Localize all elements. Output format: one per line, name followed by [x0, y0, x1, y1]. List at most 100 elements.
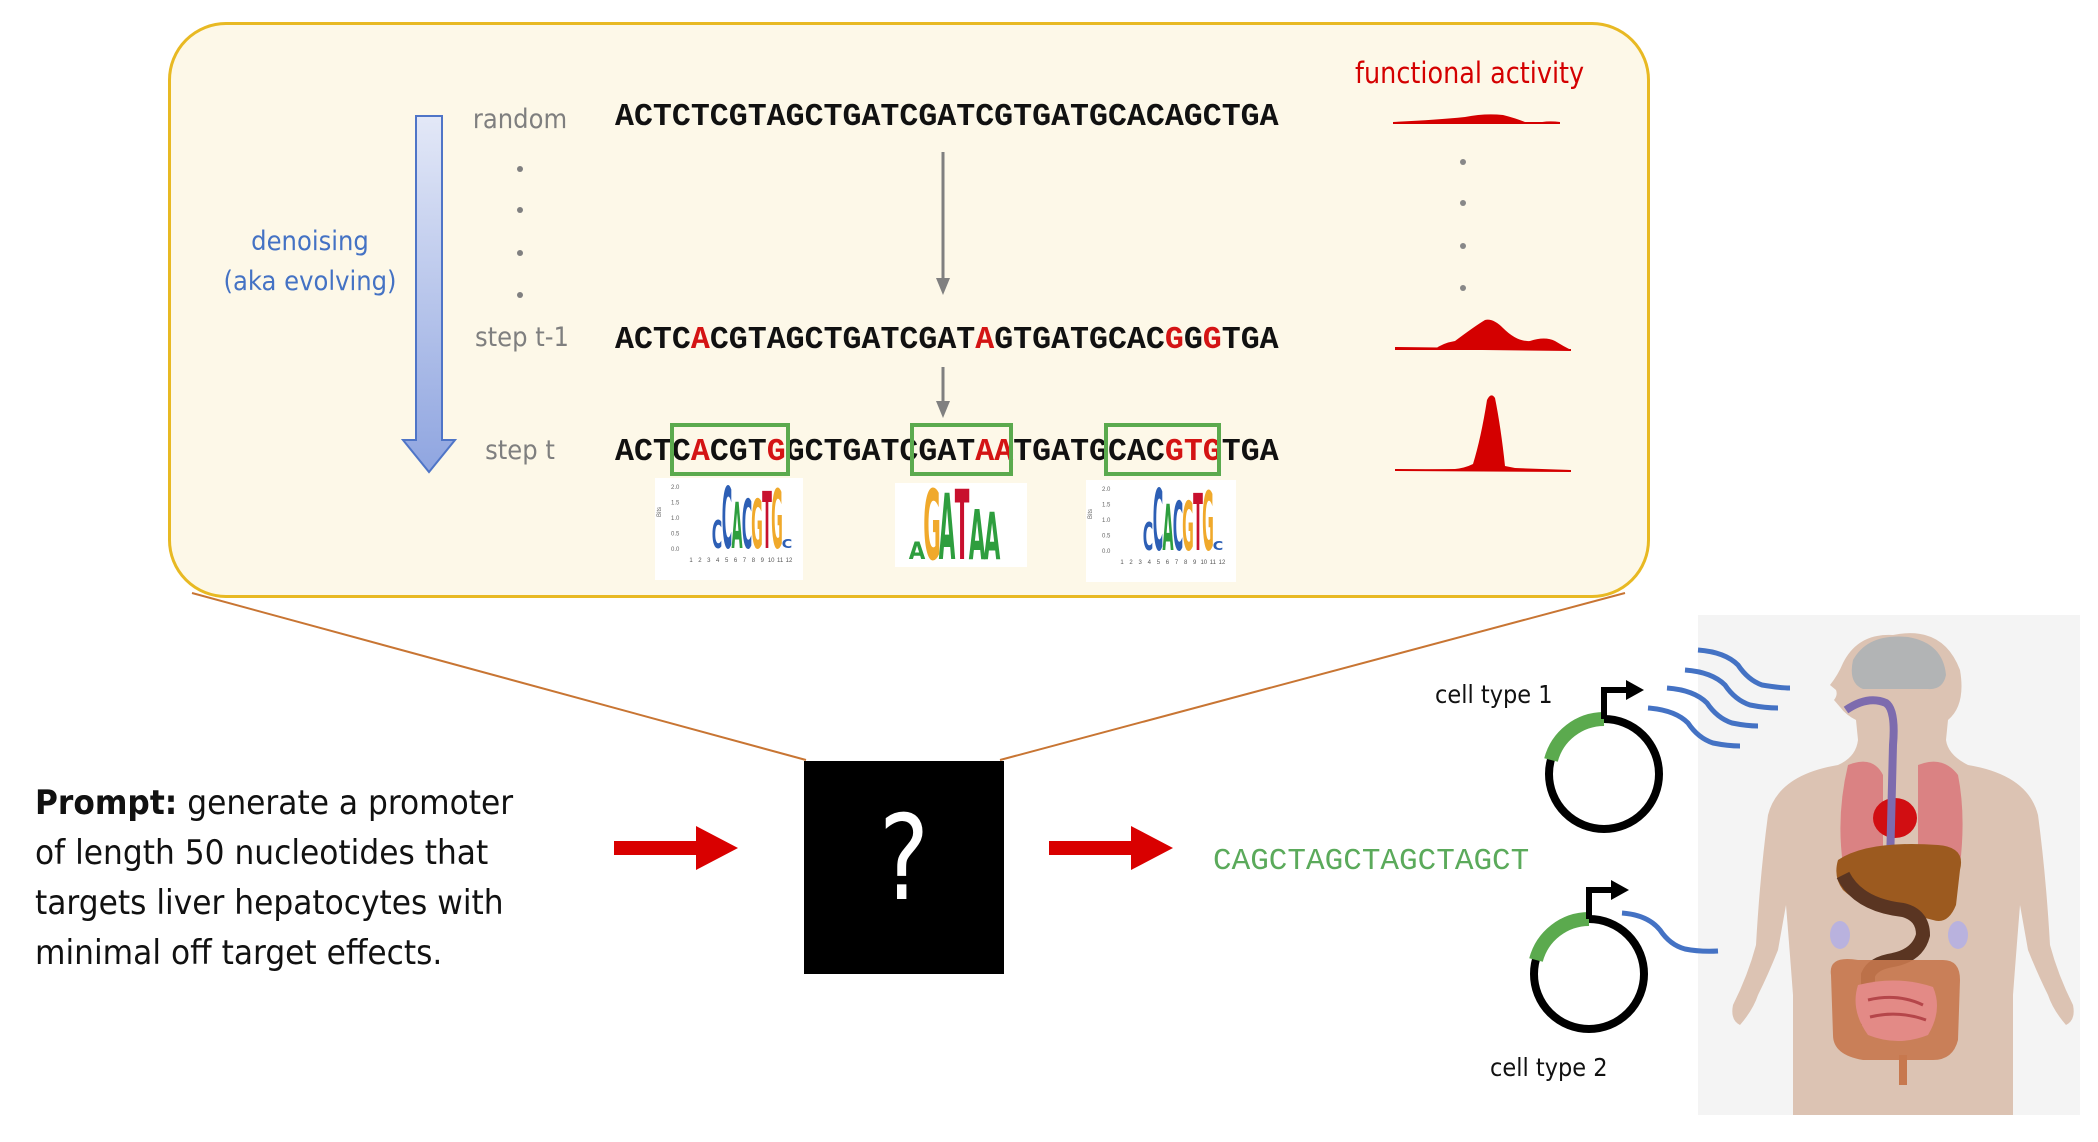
human-body-icon: [1732, 633, 2074, 1115]
expression-signal-waves-high: [1647, 647, 1791, 749]
sequence-segment: GTGATGCAC: [994, 323, 1165, 358]
connector-left: [191, 592, 807, 761]
logo-axis-label: Bits: [1088, 509, 1094, 519]
ellipsis-dot: [517, 250, 523, 256]
ellipsis-dot: [517, 207, 523, 213]
mutated-base: G: [1202, 323, 1222, 358]
mutated-base: A: [690, 323, 710, 358]
logo-y-tick: 1.0: [1102, 518, 1111, 524]
sequence-segment: GCTGATC: [785, 435, 919, 470]
logo-x-tick: 7: [1175, 560, 1179, 566]
prompt-label: Prompt:: [35, 783, 178, 823]
sequence-random: ACTCTCGTAGCTGATCGATCGTGATGCACAGCTGA: [615, 102, 1279, 134]
mutated-base: GTG: [1164, 435, 1222, 470]
logo-y-tick: 1.5: [671, 501, 680, 507]
sequence-step-t: ACTCACGTGGCTGATCGATAATGATGCACGTGTGA: [615, 437, 1279, 469]
mutated-base: G: [766, 435, 786, 470]
logo-letter: C: [1213, 539, 1224, 554]
denoising-label-line2: (aka evolving): [223, 266, 397, 297]
question-mark-icon: ?: [878, 789, 930, 927]
logo-letter: G: [1202, 475, 1214, 570]
logo-y-tick: 1.0: [671, 516, 680, 522]
logo-letter: T: [762, 477, 772, 567]
logo-letter: G: [1182, 486, 1194, 566]
logo-x-tick: 10: [768, 558, 775, 564]
logo-y-tick: 0.0: [671, 547, 680, 553]
motif-box-1: [670, 423, 790, 476]
sequence-segment: CAC: [1108, 435, 1165, 470]
prompt-text: Prompt: generate a promoter of length 50…: [35, 778, 605, 978]
sequence-segment: G: [1183, 323, 1203, 358]
logo-x-tick: 1: [1120, 560, 1124, 566]
mutated-base: A: [975, 323, 995, 358]
logo-letter: A: [939, 475, 956, 581]
prompt-line-2: of length 50 nucleotides that: [35, 833, 489, 873]
logo-y-tick: 0.0: [1102, 549, 1111, 555]
logo-letter: A: [969, 497, 986, 577]
input-arrow-icon: [614, 826, 738, 870]
logo-x-tick: 11: [1210, 560, 1217, 566]
motif-box-3: [1104, 423, 1221, 476]
logo-x-tick: 4: [1148, 560, 1152, 566]
logo-letter: C: [782, 537, 793, 552]
connector-right: [999, 592, 1626, 761]
sequence-segment: CGTAGCTGATCGAT: [709, 323, 976, 358]
logo-letter: G: [751, 484, 763, 564]
generated-sequence: CAGCTAGCTAGCTAGCT: [1213, 844, 1530, 879]
ellipsis-dot: [517, 166, 523, 172]
prompt-line-3: targets liver hepatocytes with: [35, 883, 504, 923]
logo-letter: G: [923, 472, 941, 582]
denoising-label: denoising (aka evolving): [202, 222, 418, 302]
sequence-segment: TGA: [1221, 435, 1279, 470]
sequence-segment: CGT: [709, 435, 767, 470]
logo-x-tick: 5: [1157, 560, 1161, 566]
sequence-segment: ACTCTCGTAGCTGATCGATCGTGATGCACAGCTGA: [615, 100, 1279, 135]
sequence-segment: GAT: [918, 435, 976, 470]
logo-axis-label: Bits: [657, 507, 663, 517]
logo-x-tick: 11: [777, 558, 784, 564]
logo-letter: C: [1143, 514, 1153, 559]
logo-x-tick: 9: [761, 558, 765, 564]
logo-x-tick: 2: [1129, 560, 1133, 566]
logo-letter: C: [712, 512, 722, 557]
mutated-base: AA: [975, 435, 1014, 470]
plasmid-cell-type-2-icon: [1529, 880, 1648, 1033]
functional-activity-title: functional activity: [1355, 56, 1585, 90]
motif-box-2: [910, 423, 1013, 476]
logo-x-tick: 5: [725, 558, 729, 564]
cell-type-1-label: cell type 1: [1435, 680, 1553, 709]
activity-curve-step-t: [1394, 395, 1572, 472]
denoising-label-line1: denoising: [251, 226, 369, 257]
logo-x-tick: 3: [1139, 560, 1143, 566]
mutated-base: A: [690, 435, 710, 470]
black-box-model: ?: [804, 761, 1004, 974]
logo-x-tick: 10: [1200, 560, 1207, 566]
logo-x-tick: 8: [752, 558, 756, 564]
sequence-step-t-minus-1: ACTCACGTAGCTGATCGATAGTGATGCACGGGTGA: [615, 325, 1279, 357]
ellipsis-dot: [517, 292, 523, 298]
logo-letter: C: [1153, 472, 1163, 571]
logo-letter: A: [731, 489, 742, 564]
output-arrow-icon: [1049, 826, 1173, 870]
activity-ellipsis-dot: [1460, 285, 1466, 291]
activity-curve-random: [1393, 114, 1560, 124]
sequence-segment: ACTC: [615, 323, 691, 358]
sequence-segment: ACTC: [615, 435, 691, 470]
logo-y-tick: 1.5: [1102, 503, 1111, 509]
activity-ellipsis-dot: [1460, 243, 1466, 249]
activity-ellipsis-dot: [1460, 159, 1466, 165]
logo-x-tick: 12: [1219, 560, 1226, 566]
mutated-base: G: [1164, 323, 1184, 358]
prompt-line-1: generate a promoter: [177, 783, 514, 823]
transition-arrow-icon: [936, 152, 950, 295]
logo-letter: C: [1173, 486, 1183, 566]
activity-curve-step-t-minus-1: [1394, 319, 1572, 351]
sequence-segment: TGATG: [1013, 435, 1108, 470]
logo-letter: C: [722, 470, 732, 569]
plasmid-cell-type-1-icon: [1544, 680, 1663, 833]
logo-x-tick: 6: [1166, 560, 1170, 566]
step-label-t-minus-1: step t-1: [474, 322, 570, 353]
